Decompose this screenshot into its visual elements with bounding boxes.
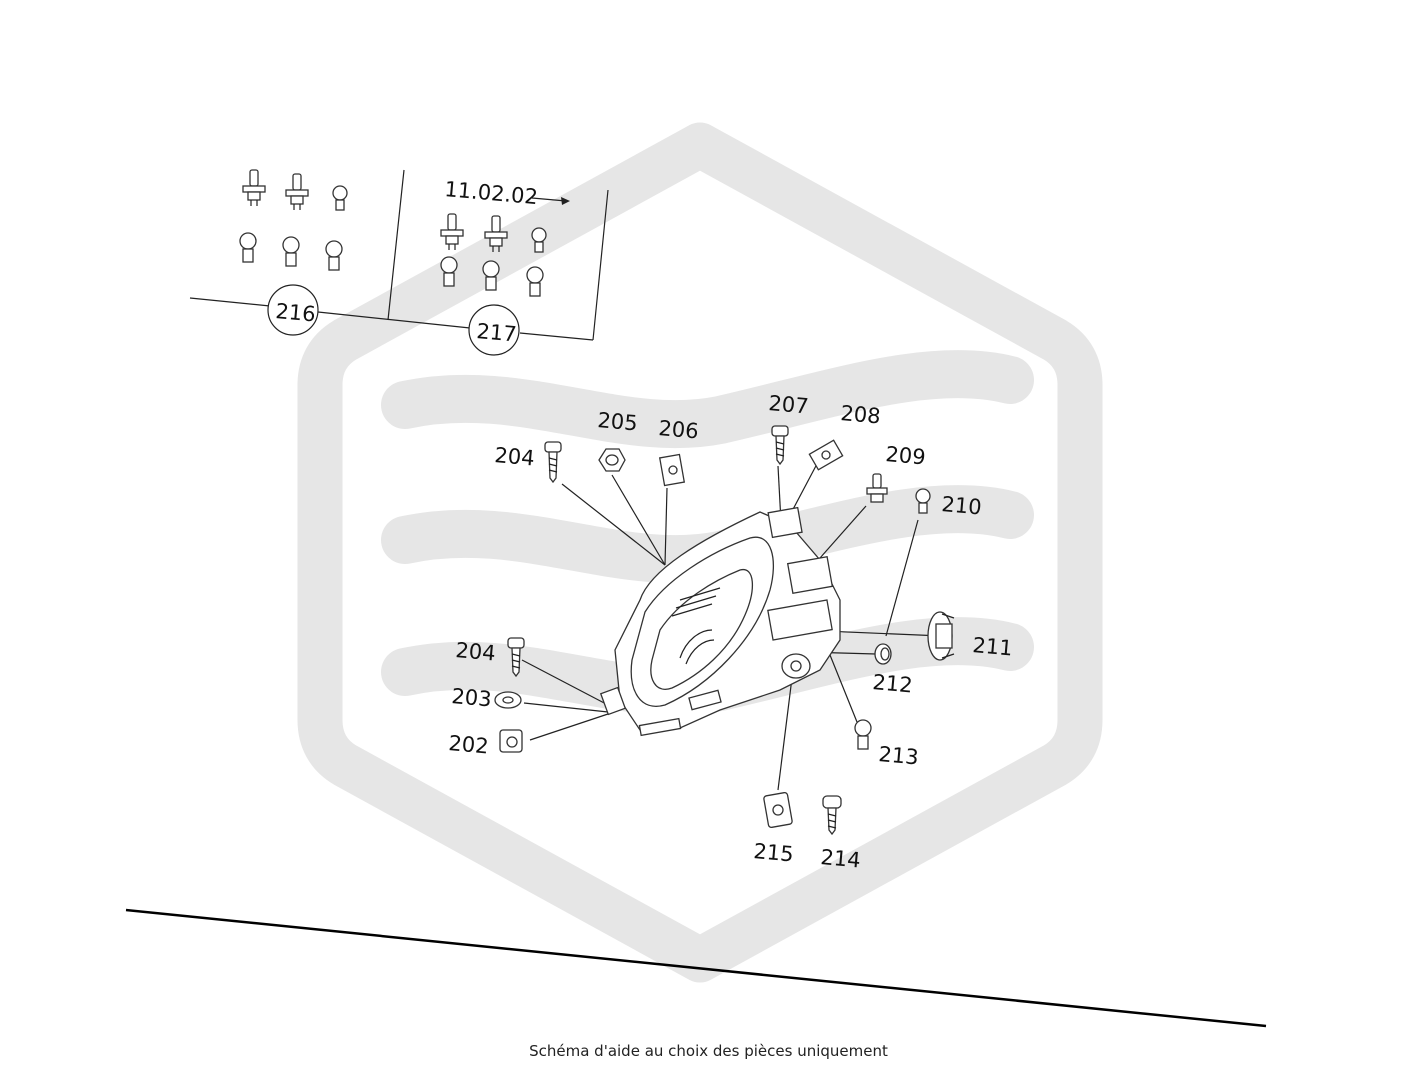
callout-210: 210: [941, 492, 983, 519]
bulb-set-216: [239, 169, 348, 271]
screw-icon: [544, 441, 562, 484]
bulb-set-217: [440, 213, 547, 297]
h4-bulb-icon: [285, 173, 309, 210]
small-bulb-icon: [440, 256, 458, 287]
callout-216: 216: [275, 299, 317, 326]
headlamp-assembly: [599, 506, 841, 737]
bottom-rule: [125, 908, 1267, 1028]
h7-bulb-icon: [866, 473, 888, 503]
callout-203: 203: [451, 684, 493, 711]
callout-208: 208: [840, 401, 882, 428]
clip-nut-icon: [658, 453, 686, 487]
callout-204-bottom: 204: [455, 638, 497, 665]
callout-212: 212: [872, 670, 914, 697]
callout-202: 202: [448, 731, 490, 758]
h4-bulb-icon: [440, 213, 464, 250]
small-bulb-icon: [239, 232, 257, 263]
small-bulb-icon: [482, 260, 500, 291]
callout-209: 209: [885, 442, 927, 469]
screw-icon: [822, 795, 842, 836]
clip-nut-icon: [808, 439, 844, 471]
callout-213: 213: [878, 742, 920, 769]
callout-207: 207: [768, 391, 810, 418]
small-bulb-icon: [526, 266, 544, 297]
callout-circle-217: [468, 304, 520, 356]
callout-214: 214: [820, 845, 862, 872]
small-bulb-icon: [282, 236, 300, 267]
grommet-icon: [874, 643, 892, 665]
nut-icon: [598, 448, 626, 472]
callout-204-top: 204: [494, 443, 536, 470]
callout-206: 206: [658, 416, 700, 443]
callout-215: 215: [753, 839, 795, 866]
small-bulb-icon: [854, 719, 872, 750]
small-bulb-icon: [332, 185, 348, 211]
callout-205: 205: [597, 408, 639, 435]
h4-bulb-icon: [484, 215, 508, 252]
callout-211: 211: [972, 633, 1014, 660]
clip-nut-icon: [499, 729, 523, 753]
small-bulb-icon: [915, 488, 931, 514]
screw-icon: [507, 637, 525, 678]
disclaimer-text: Schéma d'aide au choix des pièces unique…: [529, 1042, 888, 1060]
small-bulb-icon: [531, 227, 547, 253]
clip-nut-icon: [763, 791, 793, 829]
callout-circle-216: [267, 284, 319, 336]
bulb-holder-icon: [927, 611, 955, 661]
small-bulb-icon: [325, 240, 343, 271]
washer-icon: [494, 691, 522, 709]
h4-bulb-icon: [242, 169, 266, 206]
bulb-box-frame: [189, 169, 609, 341]
screw-icon: [771, 425, 789, 466]
date-note: 11.02.02: [444, 177, 539, 209]
callout-217: 217: [476, 319, 518, 346]
